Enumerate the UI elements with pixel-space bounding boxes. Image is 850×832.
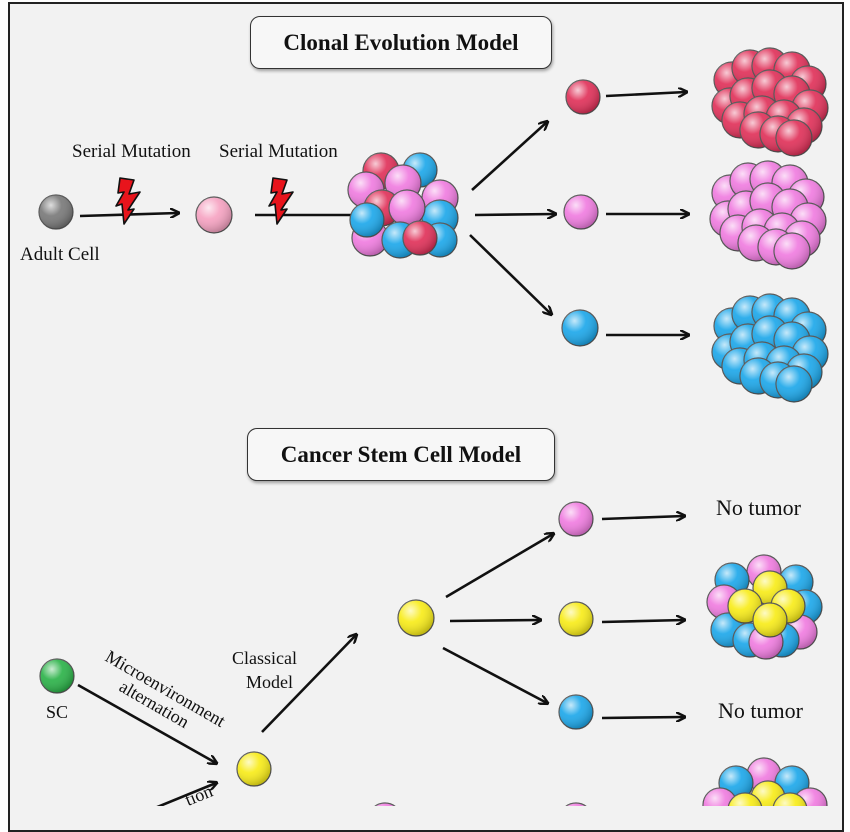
mixed-tumor-cluster-csc [706,554,823,660]
arrow-blue-no-tumor [601,717,684,718]
arrow-to-pink-cell-2 [445,534,553,599]
no-tumor-label-2: No tumor [718,698,804,723]
clonal-model-title: Clonal Evolution Model [250,16,552,69]
csc-model-title: Cancer Stem Cell Model [247,428,555,481]
arrow-to-blue-cell-2 [442,646,547,703]
arrow-red-to-tumor [605,92,686,96]
diagram-canvas: Serial Mutation Serial Mutation Adult Ce… [20,47,829,806]
cluster-cell [772,792,808,806]
cluster-cell [388,189,426,227]
no-tumor-label-1: No tumor [716,495,802,520]
cluster-cell [773,232,811,270]
arrow-to-yellow-cell-2 [449,620,540,621]
cluster-cell [702,787,738,806]
cluster-cell [727,792,763,806]
pink-tumor-cluster [709,160,827,270]
arrows-layer [77,92,688,806]
serial-mutation-label-2: Serial Mutation [219,141,338,162]
mixed-tumor-cluster [347,152,459,259]
arrow-to-blue-cell [469,234,551,314]
blue-tumor-cluster [711,293,829,403]
yellow-progenitor-cell [397,599,435,637]
partial-tumor-cluster [702,757,828,806]
pink-clone-cell [563,194,599,230]
arrow-sc-to-yellow [77,683,216,763]
bolts-layer [115,177,294,225]
cluster-cell [402,220,438,256]
classical-label-line1: Classical [232,648,297,668]
lightning-icon [268,177,294,225]
sc-label: SC [46,702,68,722]
adult-cell-label: Adult Cell [20,244,100,265]
arrow-to-red-cell [471,122,547,191]
arrow-yellow-to-tumor [601,620,684,622]
arrow-to-pink-cell [474,214,555,215]
partial-cell [565,802,587,806]
classical-label-line2: Model [246,672,293,692]
yellow-daughter-cell [558,601,594,637]
lightning-icon [115,177,141,225]
mutated-cell [195,196,233,234]
cluster-cell [349,202,385,238]
blue-clone-cell [561,309,599,347]
yellow-cell-lower [236,751,272,787]
serial-mutation-label-1: Serial Mutation [72,141,191,162]
adult-cell [38,194,74,230]
arrow-classical [261,635,356,733]
blue-daughter-cell [558,694,594,730]
pink-daughter-cell [558,501,594,537]
arrow-pink-no-tumor [601,516,684,519]
cluster-cell [775,365,813,403]
partial-cell [374,802,396,806]
red-tumor-cluster [711,47,829,157]
cells-layer [38,47,829,806]
cluster-cell [752,602,788,638]
cluster-cell [775,119,813,157]
red-clone-cell [565,79,601,115]
stem-cell [39,658,75,694]
diagram-frame [8,2,844,832]
